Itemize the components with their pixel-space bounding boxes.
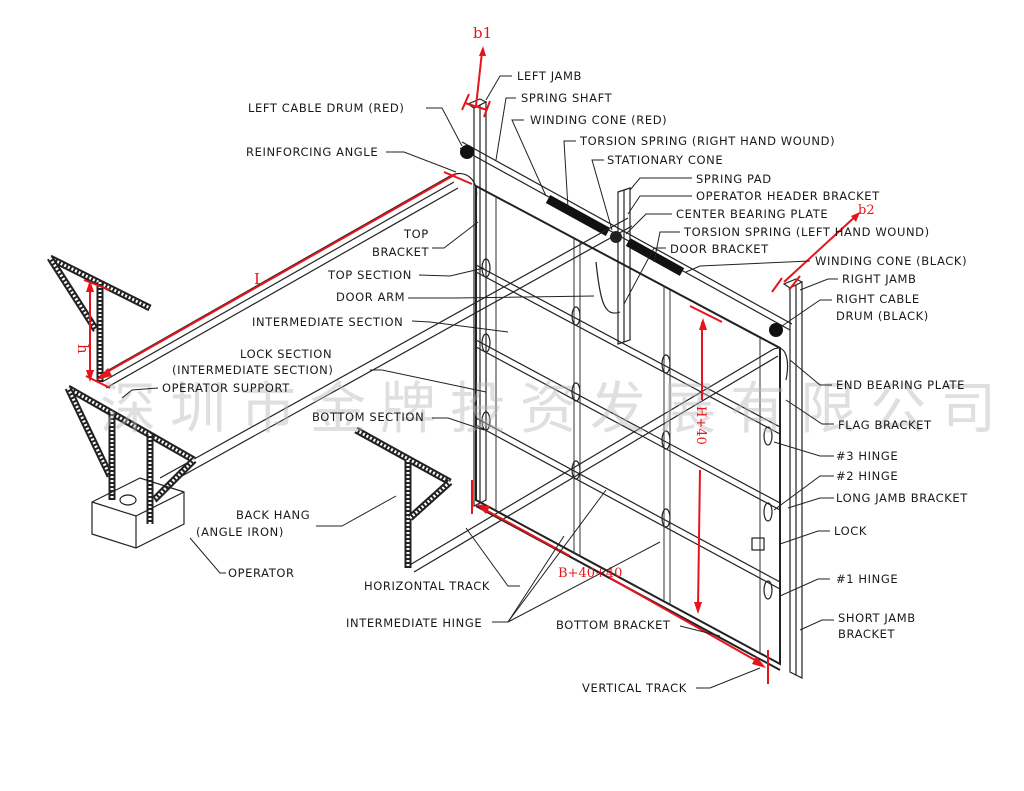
label-winding-cone-black: WINDING CONE (BLACK) [815,254,967,268]
label-lock: LOCK [834,524,867,538]
label-center-bearing-plate: CENTER BEARING PLATE [676,207,828,221]
center-bearing-plate [610,231,622,243]
label-flag-bracket: FLAG BRACKET [838,418,932,432]
torsion-spring-right-hand [545,195,611,236]
label-hinge-3: #3 HINGE [836,449,898,463]
hinges [481,258,773,600]
dimension-h: h [74,279,111,382]
dimension-b2: b2 [771,203,875,293]
label-short-jamb-bracket-2: BRACKET [838,627,896,641]
right-jamb [782,278,803,679]
label-intermediate-section: INTERMEDIATE SECTION [252,315,403,329]
label-back-hang-1: BACK HANG [236,508,310,522]
label-intermediate-hinge: INTERMEDIATE HINGE [346,616,482,630]
back-hang-upper [47,254,152,382]
label-bottom-bracket: BOTTOM BRACKET [556,618,671,632]
label-lock-section-2: (INTERMEDIATE SECTION) [172,363,333,377]
lock-body [751,537,765,551]
label-door-bracket: DOOR BRACKET [670,242,769,256]
dimension-height: H+40 [689,305,723,614]
dimension-b1: b1 [461,24,492,118]
label-lock-section-1: LOCK SECTION [240,347,332,361]
label-left-jamb: LEFT JAMB [517,69,582,83]
back-hang-angle-iron [354,426,453,568]
left-jamb [466,98,487,507]
label-top-section: TOP SECTION [327,268,412,282]
label-right-cable-drum-2: DRUM (BLACK) [836,309,929,323]
dimension-h-label: h [74,344,92,354]
dimension-b2-label: b2 [858,203,875,218]
label-back-hang-2: (ANGLE IRON) [196,525,284,539]
label-left-cable-drum: LEFT CABLE DRUM (RED) [248,101,404,115]
left-cable-drum [460,145,474,159]
label-reinforcing-angle: REINFORCING ANGLE [246,145,378,159]
operator-unit [91,477,185,549]
label-torsion-spring-lh: TORSION SPRING (LEFT HAND WOUND) [683,225,930,239]
label-horizontal-track: HORIZONTAL TRACK [364,579,490,593]
operator-rail [159,217,633,487]
label-winding-cone-red: WINDING CONE (RED) [530,113,667,127]
label-operator: OPERATOR [228,566,295,580]
label-right-cable-drum-1: RIGHT CABLE [836,292,920,306]
dimension-L-label: L [254,270,264,288]
watermark-text: 深圳市金牌投资发展有限公司 [100,377,1010,442]
dimension-L: L [85,171,473,389]
label-vertical-track: VERTICAL TRACK [582,681,687,695]
label-top-bracket-2: BRACKET [372,245,430,259]
label-spring-shaft: SPRING SHAFT [521,91,613,105]
dimension-height-label: H+40 [693,406,708,445]
label-spring-pad: SPRING PAD [696,172,772,186]
label-long-jamb-bracket: LONG JAMB BRACKET [836,491,968,505]
door-arm [595,261,621,314]
horizontal-track-lower [407,347,789,573]
horizontal-track-upper [97,172,478,389]
label-bottom-section: BOTTOM SECTION [312,410,424,424]
label-hinge-1: #1 HINGE [836,572,898,586]
label-hinge-2: #2 HINGE [836,469,898,483]
label-torsion-spring-rh: TORSION SPRING (RIGHT HAND WOUND) [579,134,835,148]
label-short-jamb-bracket-1: SHORT JAMB [838,611,916,625]
label-top-bracket-1: TOP [403,227,429,241]
label-operator-support: OPERATOR SUPPORT [162,381,290,395]
label-end-bearing-plate: END BEARING PLATE [836,378,965,392]
label-operator-header-bracket: OPERATOR HEADER BRACKET [696,189,880,203]
label-right-jamb: RIGHT JAMB [842,272,917,286]
label-stationary-cone: STATIONARY CONE [607,153,723,167]
leader-lines [121,75,838,689]
right-cable-drum [769,323,783,337]
dimension-b1-label: b1 [473,24,492,42]
component-labels: LEFT JAMB SPRING SHAFT LEFT CABLE DRUM (… [162,69,968,695]
label-door-arm: DOOR ARM [336,290,405,304]
